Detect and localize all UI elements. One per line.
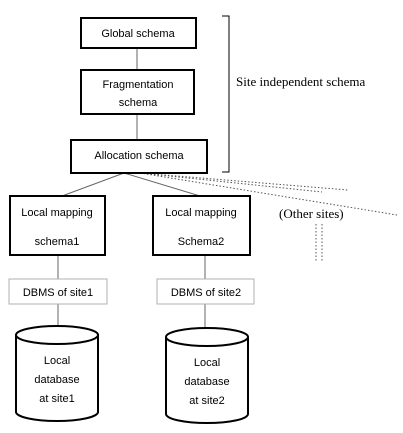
connectors bbox=[57, 48, 206, 328]
db1-label-line3: at site1 bbox=[39, 393, 74, 405]
db2-label-line1: Local bbox=[194, 357, 220, 369]
global-schema-label: Global schema bbox=[101, 28, 175, 40]
db1-label-line1: Local bbox=[44, 355, 70, 367]
local-mapping-schema1-node: Local mapping schema1 bbox=[9, 195, 106, 256]
dbms-site2-node: DBMS of site2 bbox=[156, 278, 255, 305]
dbms-site1-label: DBMS of site1 bbox=[23, 287, 93, 299]
db1-label-line2: database bbox=[34, 374, 79, 386]
site-independent-bracket bbox=[222, 15, 230, 173]
dbms-site1-node: DBMS of site1 bbox=[8, 278, 108, 305]
local-mapping-schema2-node: Local mapping Schema2 bbox=[152, 195, 251, 256]
database-site2-node: Local database at site2 bbox=[165, 327, 249, 424]
fragmentation-label-line2: schema bbox=[119, 97, 158, 109]
database-site1-node: Local database at site1 bbox=[15, 325, 99, 422]
other-sites-label: (Other sites) bbox=[279, 206, 344, 221]
local-mapping1-line1: Local mapping bbox=[21, 207, 93, 219]
db2-label-line3: at site2 bbox=[189, 395, 224, 407]
site-independent-label: Site independent schema bbox=[236, 74, 365, 89]
connector-allocation-local1 bbox=[61, 172, 125, 197]
connector-allocation-local2 bbox=[123, 172, 201, 197]
dashed-connector-1 bbox=[139, 172, 398, 216]
local-mapping2-line1: Local mapping bbox=[165, 207, 237, 219]
allocation-schema-node: Allocation schema bbox=[70, 139, 208, 174]
allocation-label: Allocation schema bbox=[94, 150, 184, 162]
db2-label-line2: database bbox=[184, 376, 229, 388]
fragmentation-schema-node: Fragmentation schema bbox=[80, 69, 195, 115]
local-mapping2-line2: Schema2 bbox=[178, 236, 224, 248]
dbms-site2-label: DBMS of site2 bbox=[171, 287, 241, 299]
other-sites-connectors bbox=[139, 172, 398, 262]
dashed-connector-3 bbox=[139, 172, 323, 193]
fragmentation-label-line1: Fragmentation bbox=[103, 79, 174, 91]
local-mapping1-line2: schema1 bbox=[35, 236, 80, 248]
global-schema-node: Global schema bbox=[80, 17, 197, 49]
